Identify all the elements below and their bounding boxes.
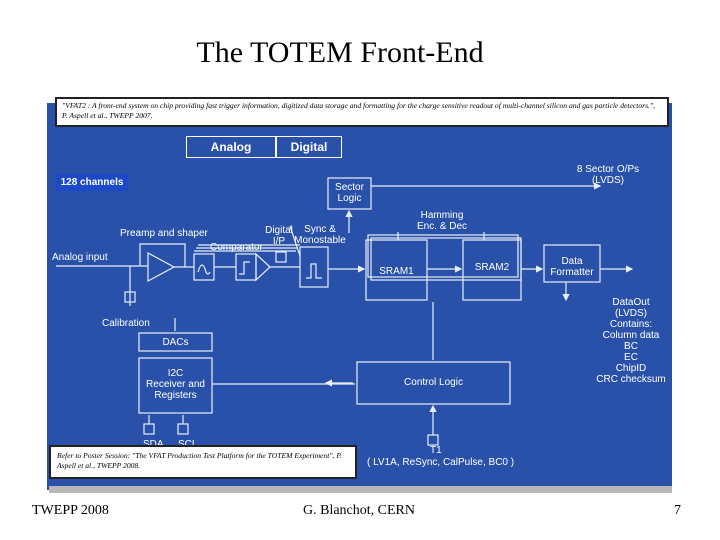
dataout-contents-label: DataOut (LVDS) Contains: Column data BC … [596,297,666,385]
sync-monostable-label: Sync & Monostable [294,224,346,246]
preamp-label: Preamp and shaper [120,228,208,239]
citation-box: "VFAT2 : A front-end system on chip prov… [55,97,669,127]
channels-badge: 128 channels [56,174,128,191]
footer-divider [49,486,672,493]
digital-ip-label: Digital I/P [265,225,293,247]
control-logic-label: Control Logic [404,377,463,388]
sda-label: SDA [143,439,164,450]
i2c-label: I2C Receiver and Registers [146,368,205,401]
t1-signals-label: ( LV1A, ReSync, CalPulse, BC0 ) [367,457,515,468]
data-formatter-label: Data Formatter [550,256,594,278]
sram2-label: SRAM2 [474,262,510,273]
analog-input-label: Analog input [52,252,108,263]
scl-label: SCL [178,439,197,450]
tab-digital: Digital [276,136,342,158]
comparator-label: Comparator [210,242,263,253]
dacs-label: DACs [162,337,189,348]
calibration-label: Calibration [102,318,150,329]
sector-outputs-label: 8 Sector O/Ps (LVDS) [576,164,640,186]
sram1-label: SRAM1 [379,266,414,277]
slide-number: 7 [674,503,681,518]
poster-reference-box: Refer to Poster Session: "The VFAT Produ… [49,445,357,479]
slide-title: The TOTEM Front-End [196,36,484,69]
sector-logic-label: Sector Logic [335,182,364,204]
footer-conference: TWEPP 2008 [32,503,109,518]
hamming-label: Hamming Enc. & Dec [416,210,468,232]
t1-label: T1 [430,445,442,456]
footer-author: G. Blanchot, CERN [303,503,415,518]
tab-analog: Analog [186,136,276,158]
